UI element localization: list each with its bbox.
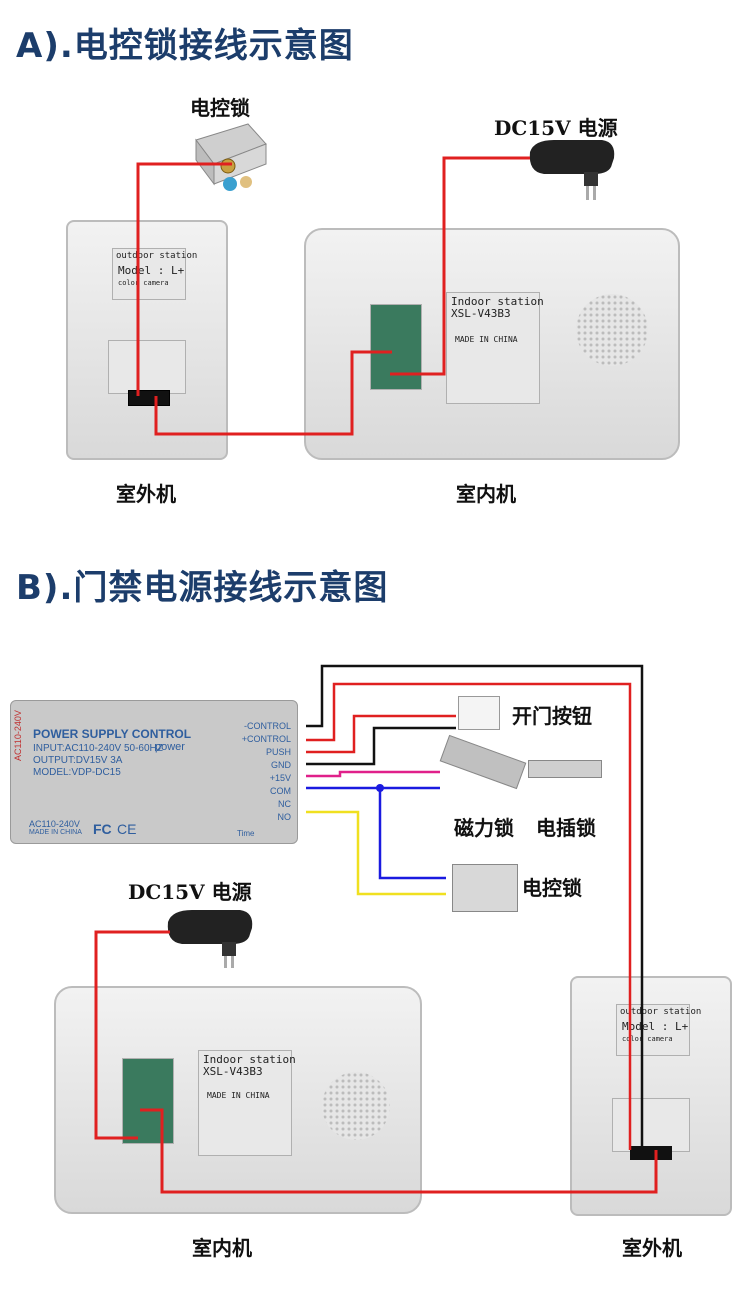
outdoor-camera-text-b: color camera [622, 1035, 673, 1043]
term-no: NO [277, 812, 292, 822]
psu-ac-bottom: AC110-240V [29, 819, 80, 829]
indoor-terminal-block [370, 304, 422, 390]
term-plus-control: +CONTROL [241, 734, 291, 744]
fc-mark: FC [93, 821, 112, 837]
term-push: PUSH [265, 747, 291, 757]
wire-b-blue-lock [378, 788, 446, 880]
wire-a-lock-to-outdoor [136, 162, 232, 396]
indoor-unit-b: Indoor station XSL-V43B3 MADE IN CHINA [54, 986, 422, 1214]
wire-b-power-to-indoor [94, 930, 170, 1140]
outdoor-model-text: Model : L+ [118, 264, 185, 277]
power-adapter-image [524, 134, 620, 204]
psu-model: MODEL:VDP-DC15 [33, 767, 121, 778]
indoor-unit-a: Indoor station XSL-V43B3 MADE IN CHINA [304, 228, 680, 460]
outdoor-camera-text: color camera [118, 279, 169, 287]
outdoor-label-sticker-b: outdoor station Model : L+ color camera [616, 1004, 701, 1056]
exit-button-label: 开门按钮 [512, 704, 592, 728]
wire-b-pink [306, 770, 440, 778]
wire-b-black-1 [306, 664, 644, 1150]
outdoor-label-sticker: outdoor station Model : L+ color camera [112, 248, 197, 300]
exit-button-image [458, 696, 500, 730]
outdoor-terminal-panel [108, 340, 186, 394]
wire-a-outdoor-to-indoor [154, 350, 392, 436]
electric-lock-image [186, 120, 272, 194]
indoor-terminal-block-b [122, 1058, 174, 1144]
outdoor-model-text-b: Model : L+ [622, 1020, 689, 1033]
section-a-title: A).电控锁接线示意图 [16, 26, 354, 66]
indoor-label-a: 室内机 [456, 482, 516, 506]
electric-lock-label-b: 电控锁 [522, 876, 582, 900]
indoor-label-sticker-b: Indoor station XSL-V43B3 MADE IN CHINA [198, 1050, 296, 1156]
indoor-label-b: 室内机 [192, 1236, 252, 1260]
wire-b-red-1 [306, 682, 632, 1150]
electric-lock-label-a: 电控锁 [190, 96, 250, 120]
psu-input: INPUT:AC110-240V 50-60HZ [33, 743, 163, 754]
indoor-title-text-b: Indoor station [203, 1053, 296, 1066]
outdoor-terminal-block-b [630, 1146, 672, 1160]
wire-b-black-2 [306, 726, 456, 766]
wire-b-red-2 [306, 714, 456, 754]
ce-mark: CE [117, 821, 137, 837]
term-com: COM [270, 786, 291, 796]
psu-output: OUTPUT:DV15V 3A [33, 755, 123, 766]
psu-title: POWER SUPPLY CONTROL [33, 727, 192, 741]
outdoor-label-a: 室外机 [116, 482, 176, 506]
indoor-made-text: MADE IN CHINA [455, 335, 518, 344]
indoor-model-text-b: XSL-V43B3 [203, 1065, 263, 1078]
outdoor-station-text: outdoor station [116, 251, 198, 261]
wire-b-indoor-to-outdoor [140, 1108, 658, 1194]
power-adapter-label-b: DC15V 电源 [128, 880, 252, 904]
indoor-label-sticker: Indoor station XSL-V43B3 MADE IN CHINA [446, 292, 544, 404]
indoor-model-text: XSL-V43B3 [451, 307, 511, 320]
bolt-lock-image [528, 760, 602, 778]
term-minus-control: -CONTROL [244, 721, 291, 731]
power-supply-box: POWER SUPPLY CONTROL INPUT:AC110-240V 50… [10, 700, 298, 844]
outdoor-label-b: 室外机 [622, 1236, 682, 1260]
outdoor-unit-a: outdoor station Model : L+ color camera [66, 220, 228, 460]
psu-made-in: MADE IN CHINA [29, 829, 82, 836]
bolt-lock-label: 电插锁 [536, 816, 596, 840]
indoor-made-text-b: MADE IN CHINA [207, 1091, 270, 1100]
section-b-title: B).门禁电源接线示意图 [16, 568, 389, 608]
electric-lock-image-b [452, 864, 518, 912]
magnetic-lock-label: 磁力锁 [454, 816, 514, 840]
term-15v: +15V [269, 773, 291, 783]
outdoor-station-text-b: outdoor station [620, 1007, 702, 1017]
speaker-grille-b [322, 1072, 390, 1140]
speaker-grille [576, 294, 648, 366]
power-adapter-label-a: DC15V 电源 [494, 116, 618, 140]
psu-power-word: power [155, 741, 185, 753]
term-gnd: GND [271, 760, 291, 770]
term-nc: NC [278, 799, 291, 809]
outdoor-unit-b: outdoor station Model : L+ color camera [570, 976, 732, 1216]
psu-time: Time [237, 829, 255, 838]
wire-b-junction [376, 784, 384, 792]
wire-a-power-to-indoor [390, 156, 530, 376]
wire-b-yellow [306, 810, 446, 896]
power-adapter-image-b [162, 904, 258, 970]
indoor-title-text: Indoor station [451, 295, 544, 308]
